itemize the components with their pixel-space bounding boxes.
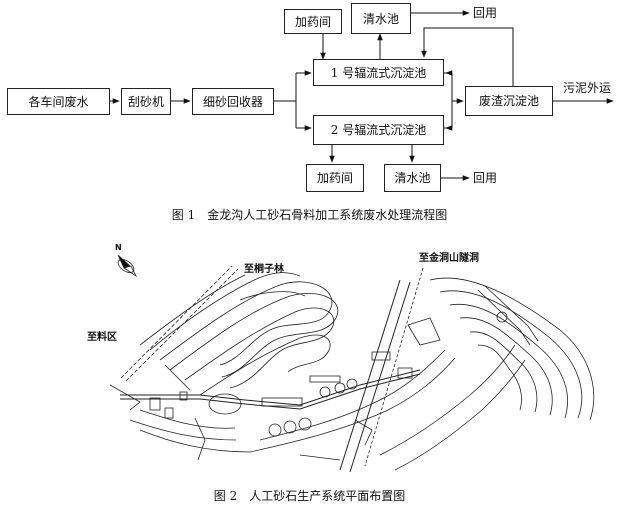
node-label: 清水池 bbox=[362, 11, 399, 26]
node-sludge-tank: 废渣沉淀池 bbox=[465, 86, 553, 116]
north-arrow-icon bbox=[117, 254, 138, 278]
edge-label-sludge-out: 污泥外运 bbox=[563, 81, 612, 95]
node-label: 细砂回收器 bbox=[202, 94, 263, 109]
figure2-caption: 图 2 人工砂石生产系统平面布置图 bbox=[213, 489, 406, 503]
node-label: 2 号辐流式沉淀池 bbox=[330, 123, 427, 137]
node-clear-pool-top: 清水池 bbox=[351, 3, 411, 34]
node-clear-pool-bottom: 清水池 bbox=[384, 164, 441, 192]
flowchart-connectors bbox=[110, 10, 614, 181]
node-label: 加药间 bbox=[316, 171, 353, 185]
node-fine-sand-recovery: 细砂回收器 bbox=[192, 88, 274, 115]
label-to-material-area: 至料区 bbox=[87, 332, 117, 343]
node-label: 加药间 bbox=[294, 14, 331, 29]
node-label: 1 号辐流式沉淀池 bbox=[330, 65, 427, 80]
node-clarifier-1: 1 号辐流式沉淀池 bbox=[313, 59, 444, 86]
edge-label-reuse-top: 回用 bbox=[473, 6, 498, 20]
node-label: 刮砂机 bbox=[127, 94, 164, 109]
node-clarifier-2: 2 号辐流式沉淀池 bbox=[313, 115, 444, 145]
node-label: 各车间废水 bbox=[28, 94, 89, 109]
node-dosing-room-top: 加药间 bbox=[284, 9, 342, 34]
node-dosing-room-bottom: 加药间 bbox=[306, 164, 364, 192]
node-sand-scraper: 刮砂机 bbox=[121, 88, 171, 115]
node-workshop-wastewater: 各车间废水 bbox=[7, 88, 110, 115]
label-to-jintongshan: 至金洞山隧洞 bbox=[419, 253, 479, 264]
label-to-tongzilin: 至桐子林 bbox=[244, 264, 284, 275]
north-label: N bbox=[115, 243, 122, 252]
edge-label-reuse-bottom: 回用 bbox=[473, 171, 498, 185]
figure1-caption: 图 1 金龙沟人工砂石骨料加工系统废水处理流程图 bbox=[171, 208, 448, 222]
node-label: 废渣沉淀池 bbox=[478, 94, 539, 108]
node-label: 清水池 bbox=[394, 171, 431, 185]
